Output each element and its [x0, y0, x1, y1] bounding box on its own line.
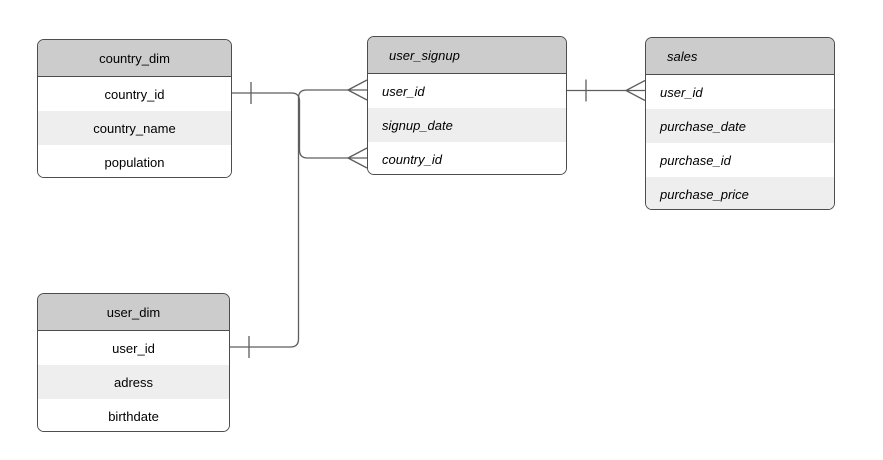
entity-title-country_dim[interactable]: country_dim — [38, 40, 231, 77]
entity-title-user_signup[interactable]: user_signup — [368, 37, 566, 74]
many-cardinality-crowsfoot-sales[interactable] — [625, 79, 646, 102]
column-population[interactable]: population — [38, 145, 231, 177]
column-purchase_date[interactable]: purchase_date — [646, 109, 834, 143]
entity-title-user_dim[interactable]: user_dim — [38, 294, 229, 331]
relationship-line-user_dim-to-user_signup[interactable] — [230, 89, 348, 348]
column-signup_date[interactable]: signup_date — [368, 108, 566, 142]
column-birthdate[interactable]: birthdate — [38, 399, 229, 431]
column-user_id[interactable]: user_id — [38, 331, 229, 365]
relationship-line-country_dim-to-user_signup[interactable] — [232, 92, 348, 159]
column-purchase_id[interactable]: purchase_id — [646, 143, 834, 177]
column-adress[interactable]: adress — [38, 365, 229, 399]
many-cardinality-crowsfoot-user_signup[interactable] — [347, 147, 368, 169]
entity-title-sales[interactable]: sales — [646, 38, 834, 75]
column-country_id[interactable]: country_id — [368, 142, 566, 174]
column-user_id[interactable]: user_id — [646, 75, 834, 109]
many-cardinality-crowsfoot-user_signup[interactable] — [347, 79, 368, 101]
column-purchase_price[interactable]: purchase_price — [646, 177, 834, 209]
column-country_id[interactable]: country_id — [38, 77, 231, 111]
column-country_name[interactable]: country_name — [38, 111, 231, 145]
column-user_id[interactable]: user_id — [368, 74, 566, 108]
